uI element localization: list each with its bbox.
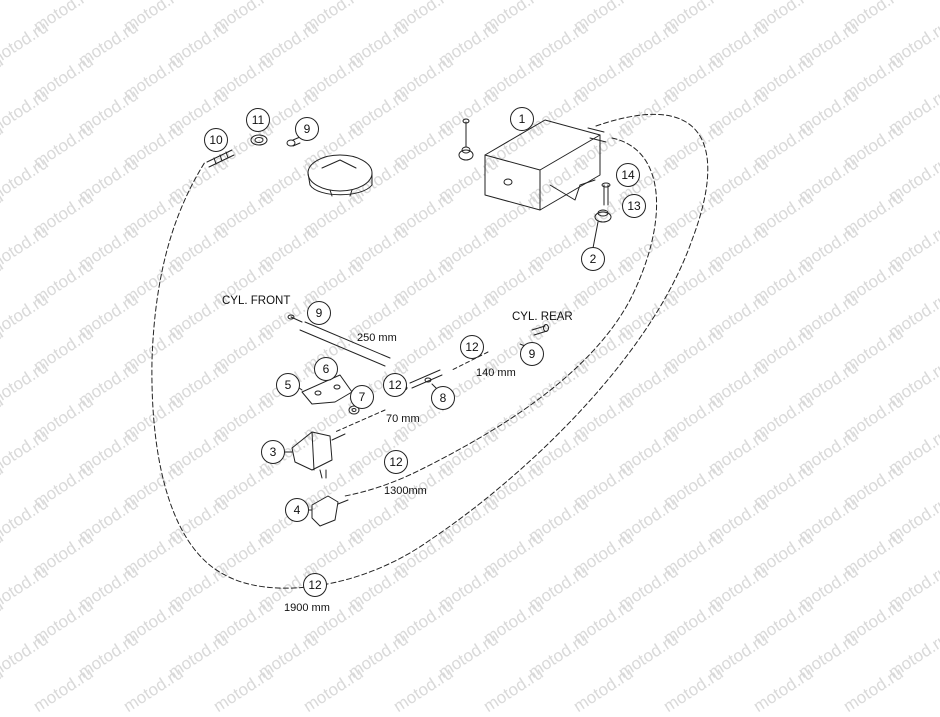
fitting-part-9-front: [287, 314, 303, 323]
callout-1: 1: [510, 107, 534, 131]
callout-2: 2: [581, 247, 605, 271]
label-length-1900: 1900 mm: [284, 602, 330, 614]
callout-5: 5: [276, 373, 300, 397]
callout-4: 4: [285, 498, 309, 522]
leader-2: [592, 221, 599, 249]
callout-14: 14: [616, 163, 640, 187]
callout-9c: 9: [520, 342, 544, 366]
hose-1300mm: [344, 137, 658, 497]
callout-3: 3: [261, 440, 285, 464]
hose-140mm: [451, 351, 489, 371]
hose-250mm: [299, 321, 391, 367]
callout-10: 10: [204, 128, 228, 152]
label-length-250: 250 mm: [357, 332, 397, 344]
callout-6: 6: [314, 357, 338, 381]
canister-part-1: [484, 119, 607, 211]
label-length-140: 140 mm: [476, 367, 516, 379]
callout-11: 11: [246, 108, 270, 132]
callout-12d: 12: [303, 573, 327, 597]
label-length-70: 70 mm: [386, 413, 420, 425]
fitting-part-9-rear: [531, 324, 549, 336]
bushing-part-13: [594, 209, 612, 223]
hose-70mm: [334, 409, 386, 433]
hose-1900mm: [151, 113, 709, 589]
clamp-part-11: [250, 134, 268, 146]
callout-9a: 9: [295, 117, 319, 141]
fitting-part-9-top: [286, 136, 301, 147]
callout-12c: 12: [384, 450, 408, 474]
fuel-cap: [307, 154, 373, 197]
connector-part-10: [206, 149, 235, 168]
callout-9b: 9: [307, 301, 331, 325]
callout-8: 8: [431, 386, 455, 410]
bolt-part-14: [601, 182, 611, 206]
label-cyl-front: CYL. FRONT: [222, 295, 291, 307]
valve-part-3: [291, 431, 346, 479]
callout-12b: 12: [383, 373, 407, 397]
label-length-1300: 1300mm: [384, 485, 427, 497]
callout-13: 13: [622, 194, 646, 218]
valve-part-4: [311, 495, 349, 527]
callout-7: 7: [350, 385, 374, 409]
label-cyl-rear: CYL. REAR: [512, 311, 573, 323]
grommet-part: [458, 118, 474, 161]
callout-12a: 12: [460, 335, 484, 359]
